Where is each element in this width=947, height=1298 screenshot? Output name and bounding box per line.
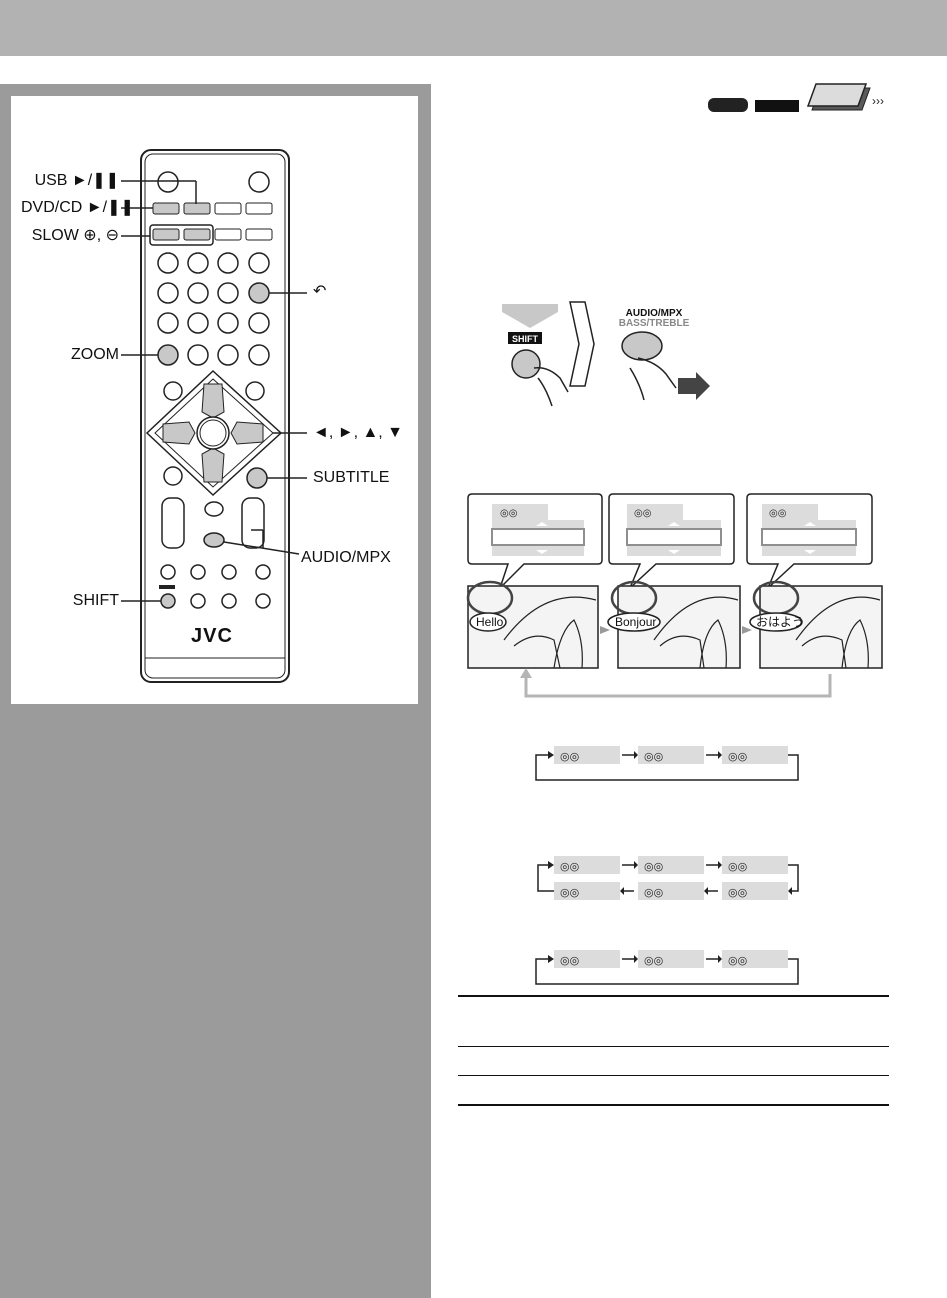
svg-text:◎◎: ◎◎ xyxy=(560,751,579,763)
subtitle-example-french: Bonjour xyxy=(615,615,657,629)
audio-cycle-diagram-1: ◎◎ ◎◎ ◎◎ xyxy=(535,746,799,781)
disc-type-icons: ››› xyxy=(708,83,884,112)
audio-key-text: AUDIO/MPX xyxy=(626,308,683,319)
svg-text:◎◎: ◎◎ xyxy=(560,861,579,873)
svg-text:◎◎: ◎◎ xyxy=(644,751,663,763)
zoom-label: ZOOM xyxy=(71,346,119,363)
dvdcd-play-pause-label: DVD/CD ►/❚❚ xyxy=(21,199,134,216)
svg-text:›››: ››› xyxy=(872,94,884,108)
table-top-rule xyxy=(458,995,889,997)
slow-label: SLOW ⊕, ⊖ xyxy=(31,227,119,244)
subtitle-example-english: Hello xyxy=(476,615,504,629)
svg-text:◎◎: ◎◎ xyxy=(634,508,652,519)
bubble-screens: ◎◎ ◎◎ ◎◎ xyxy=(491,504,857,556)
movie-scene-images xyxy=(466,580,883,669)
remote-illustration-panel: USB ►/❚❚ DVD/CD ►/❚❚ SLOW ⊕, ⊖ ZOOM SHIF… xyxy=(11,96,418,704)
table-row-divider xyxy=(458,1046,889,1047)
svg-text:◎◎: ◎◎ xyxy=(500,508,518,519)
svg-text:◎◎: ◎◎ xyxy=(560,887,579,899)
svg-text:◎◎: ◎◎ xyxy=(728,887,747,899)
svg-text:◎◎: ◎◎ xyxy=(644,887,663,899)
cursor-keys-label: ◄, ►, ▲, ▼ xyxy=(313,424,404,441)
shift-label: SHIFT xyxy=(72,592,119,609)
usb-play-pause-label: USB ►/❚❚ xyxy=(34,172,119,189)
subtitle-example-japanese: おはよう xyxy=(756,615,805,629)
svg-text:◎◎: ◎◎ xyxy=(769,508,787,519)
svg-text:◎◎: ◎◎ xyxy=(560,955,579,967)
subtitle-label: SUBTITLE xyxy=(313,469,390,486)
shift-key-text: SHIFT xyxy=(512,334,539,344)
svg-text:◎◎: ◎◎ xyxy=(728,955,747,967)
svg-text:◎◎: ◎◎ xyxy=(728,751,747,763)
shift-audio-operation-diagram: SHIFT AUDIO/MPX BASS/TREBLE xyxy=(502,301,710,407)
audio-mpx-label: AUDIO/MPX xyxy=(301,549,391,566)
remote-control-illustration xyxy=(121,149,307,683)
header-bar xyxy=(0,0,947,56)
table-bottom-rule xyxy=(458,1104,889,1106)
return-icon: ↶ xyxy=(313,283,327,300)
audio-cycle-diagram-3: ◎◎ ◎◎ ◎◎ xyxy=(535,950,799,985)
svg-text:◎◎: ◎◎ xyxy=(728,861,747,873)
subtitle-examples-diagram: ◎◎ ◎◎ ◎◎ xyxy=(466,493,883,698)
svg-text:◎◎: ◎◎ xyxy=(644,955,663,967)
table-row-divider xyxy=(458,1075,889,1076)
svg-text:◎◎: ◎◎ xyxy=(644,861,663,873)
audio-cycle-diagram-2: ◎◎ ◎◎ ◎◎ ◎◎ ◎◎ ◎◎ xyxy=(537,856,799,900)
bass-treble-text: BASS/TREBLE xyxy=(619,318,690,329)
jvc-logo: JVC xyxy=(191,625,233,647)
